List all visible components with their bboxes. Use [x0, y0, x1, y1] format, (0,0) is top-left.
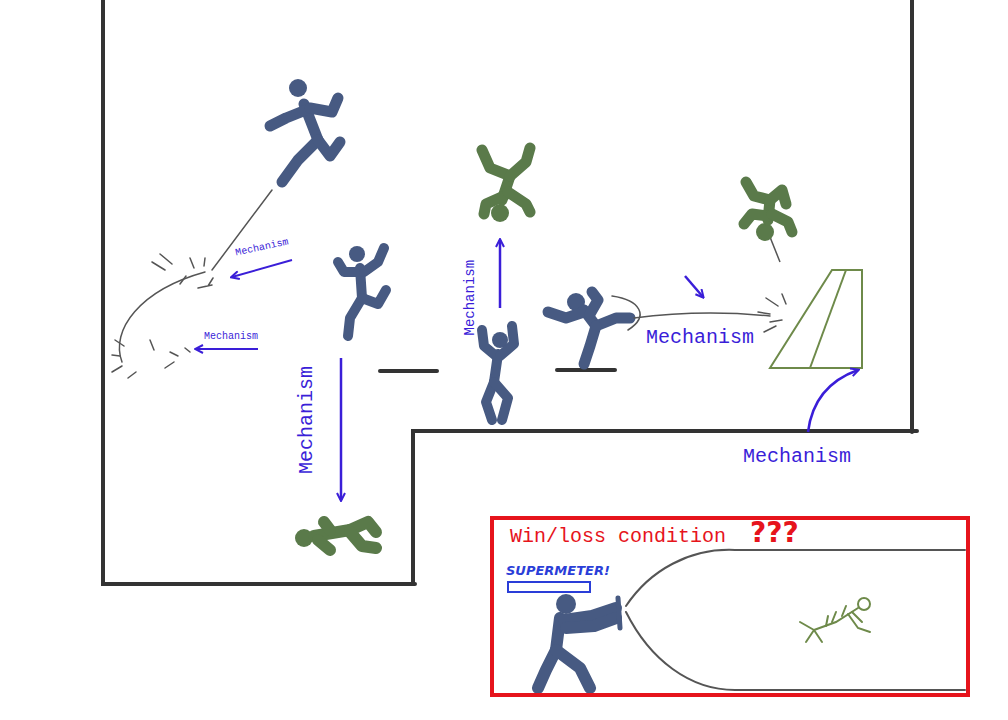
sketch-stroke: [494, 382, 508, 420]
sketch-stroke: [800, 598, 870, 642]
sketch-stroke: [770, 190, 786, 204]
sketch-stroke: [626, 550, 965, 606]
sketch-stroke: [212, 190, 272, 270]
sketch-stroke: [634, 313, 770, 318]
sketch-stroke: [152, 254, 213, 288]
sketch-stroke: [310, 98, 338, 112]
sketch-stroke: [103, 0, 415, 584]
panel-heading: Win/loss condition: [510, 526, 726, 548]
sketch-stroke: [810, 270, 846, 368]
mechanism-label: Mechanism: [743, 446, 851, 468]
sketch-stroke: [340, 358, 343, 500]
sketch-stroke: [826, 606, 846, 626]
sketch-stroke: [350, 532, 376, 548]
sketch-stroke: [364, 248, 384, 272]
sketch-stroke: [744, 214, 768, 224]
meter-label: SUPERMETER!: [506, 564, 610, 578]
sketch-stroke: [858, 598, 870, 610]
sketch-stroke: [626, 550, 965, 690]
sketch-stroke: [800, 622, 822, 642]
sketch-stroke: [270, 79, 340, 182]
sketch-stroke: [289, 79, 307, 97]
sketch-stroke: [295, 522, 376, 550]
panel-heading: ???: [750, 518, 799, 549]
sketch-stroke: [548, 312, 584, 318]
sketch-stroke: [590, 292, 598, 314]
sketch-stroke: [484, 196, 504, 214]
sketch-stroke: [508, 192, 530, 212]
sketch-stroke: [770, 270, 862, 368]
mechanism-label: Mechanism: [204, 331, 258, 342]
sketch-stroke: [318, 140, 340, 156]
sketch-stroke: [232, 260, 292, 277]
sketch-stroke: [626, 612, 965, 690]
sketch-stroke: [270, 110, 306, 126]
sketch-stroke: [413, 431, 917, 584]
sketch-stroke: [556, 594, 576, 614]
sketch-stroke: [338, 246, 386, 336]
sketch-stroke: [612, 296, 640, 330]
sketch-stroke: [112, 340, 190, 378]
sketch-stroke: [482, 148, 530, 222]
sketch-stroke: [338, 262, 360, 272]
sketch-stroke: [538, 594, 616, 688]
sketch-stroke: [685, 276, 703, 297]
sketch-stroke: [618, 598, 620, 628]
sketch-stroke: [508, 582, 590, 592]
sketch-stroke: [119, 272, 205, 362]
mechanism-label: Mechanism: [463, 259, 478, 335]
mechanism-label: Mechanism: [296, 366, 318, 474]
sketch-stroke: [808, 370, 858, 432]
sketch-stroke: [500, 326, 514, 356]
sketch-stroke: [482, 150, 510, 176]
sketch-stroke: [538, 650, 556, 688]
sketch-stroke: [744, 182, 792, 241]
sketch-stroke: [282, 140, 318, 182]
sketch-stroke: [499, 240, 502, 308]
sketch-stroke: [772, 214, 792, 232]
sketch-stroke: [566, 618, 616, 628]
sketch-stroke: [770, 270, 862, 368]
sketch-stroke: [482, 326, 514, 420]
sketch-stroke: [318, 522, 330, 550]
sketch-stroke: [491, 204, 509, 222]
sketch-stroke: [756, 223, 774, 241]
sketch-stroke: [584, 326, 596, 364]
sketch-stroke: [910, 0, 914, 432]
mechanism-label: Mechanism: [646, 327, 754, 349]
sketch-stroke: [103, 0, 917, 584]
sketch-stroke: [758, 294, 786, 332]
sketch-stroke: [362, 290, 386, 304]
sketch-stroke: [380, 369, 437, 373]
sketch-stroke: [510, 148, 530, 176]
sketch-stroke: [482, 330, 496, 356]
sketch-stroke: [556, 650, 590, 688]
mechanism-label: Mechanism: [234, 236, 289, 258]
sketch-stroke: [196, 348, 258, 350]
sketch-stroke: [348, 298, 362, 336]
sketch-stroke: [548, 292, 630, 364]
sketch-stroke: [349, 246, 365, 262]
sketch-stroke: [112, 190, 272, 378]
sketch-stroke: [848, 612, 870, 632]
win-loss-panel: Win/loss condition??? SUPERMETER!: [490, 516, 970, 697]
